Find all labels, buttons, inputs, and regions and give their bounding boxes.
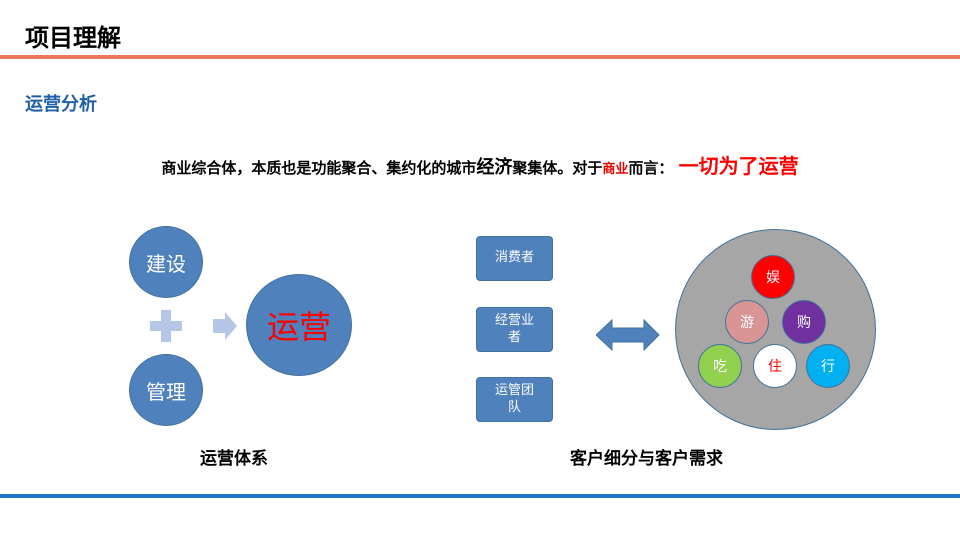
statement-text-2: 聚集体。对于 bbox=[512, 159, 603, 177]
double-arrow-icon bbox=[596, 319, 660, 351]
circle-transport: 行 bbox=[806, 344, 850, 388]
box-merchant: 经营业者 bbox=[476, 307, 553, 352]
operating-system-caption: 运营体系 bbox=[200, 449, 268, 469]
statement-text-3: 而言： bbox=[628, 159, 674, 177]
circle-shopping: 购 bbox=[782, 300, 826, 344]
statement: 商业综合体，本质也是功能聚合、集约化的城市经济聚集体。对于商业而言： 一切为了运… bbox=[0, 150, 960, 179]
circle-living: 住 bbox=[753, 344, 797, 388]
statement-emphasis: 经济 bbox=[476, 157, 513, 178]
statement-text-1: 商业综合体，本质也是功能聚合、集约化的城市 bbox=[161, 159, 477, 177]
section-subtitle: 运营分析 bbox=[25, 94, 97, 115]
circle-travel: 游 bbox=[725, 300, 769, 344]
statement-red-small: 商业 bbox=[602, 162, 629, 177]
arrow-right-icon bbox=[213, 312, 237, 340]
plus-icon bbox=[150, 310, 182, 342]
circle-entertainment: 娱 bbox=[751, 255, 795, 299]
box-ops-team: 运管团队 bbox=[476, 377, 553, 422]
box-consumer: 消费者 bbox=[476, 236, 553, 281]
bottom-divider bbox=[0, 494, 960, 498]
statement-highlight: 一切为了运营 bbox=[678, 154, 799, 178]
manage-circle: 管理 bbox=[129, 354, 203, 426]
customer-caption: 客户细分与客户需求 bbox=[570, 449, 723, 469]
build-circle: 建设 bbox=[129, 226, 203, 298]
circle-eating: 吃 bbox=[698, 344, 742, 388]
top-divider bbox=[0, 55, 960, 59]
page-title: 项目理解 bbox=[25, 24, 121, 52]
operate-circle: 运营 bbox=[246, 274, 352, 376]
